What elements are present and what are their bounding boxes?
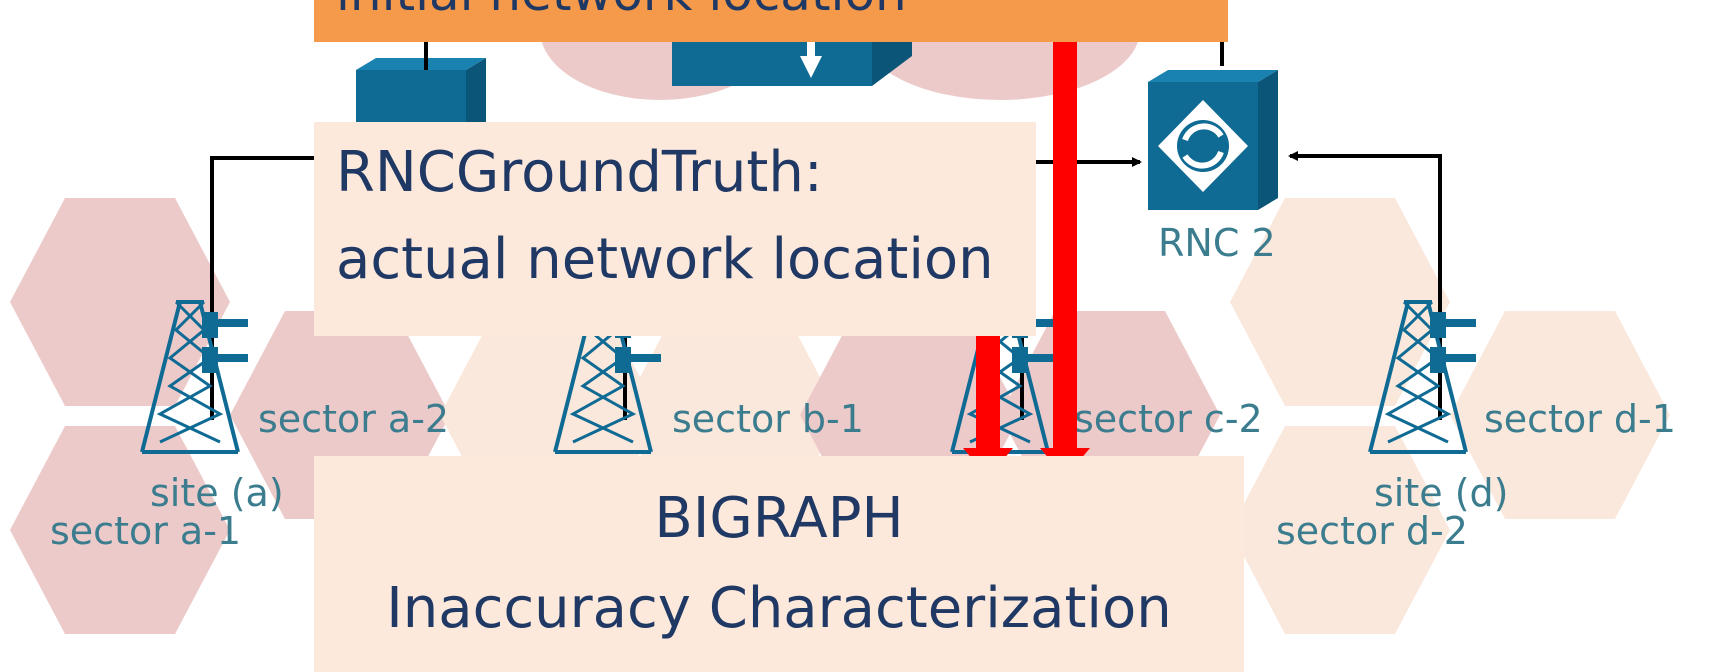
hex-cell — [1450, 311, 1670, 519]
bigraph-subtitle: Inaccuracy Characterization — [386, 576, 1172, 641]
bigraph-title: BIGRAPH — [654, 486, 904, 551]
initial-location-text: initial network location — [336, 0, 907, 22]
sector-d-1-label: sector d-1 — [1484, 397, 1676, 441]
sector-b-1-label: sector b-1 — [672, 397, 864, 441]
site-a-label: site (a) — [150, 471, 284, 515]
initial-location-callout: initial network location — [314, 0, 1228, 42]
red-arrow-long-shaft — [1053, 8, 1077, 448]
ground-truth-subtitle: actual network location — [336, 227, 994, 292]
ground-truth-callout: RNCGroundTruth: actual network location — [314, 122, 1036, 336]
site-d-label: site (d) — [1374, 471, 1508, 515]
hex-cell — [1230, 426, 1450, 634]
ground-truth-title: RNCGroundTruth: — [336, 140, 823, 205]
bigraph-callout: BIGRAPH Inaccuracy Characterization — [314, 456, 1244, 672]
sector-a-2-label: sector a-2 — [258, 397, 449, 441]
hex-cell — [10, 426, 230, 634]
sector-d-2-label: sector d-2 — [1276, 509, 1468, 553]
sector-a-1-label: sector a-1 — [50, 509, 241, 553]
rnc-2-icon — [1148, 70, 1278, 210]
sector-c-2-label: sector c-2 — [1074, 397, 1263, 441]
sector-labels: sector a-2 site (a) sector a-1 sector b-… — [50, 397, 1676, 553]
rnc-2-label: RNC 2 — [1158, 221, 1276, 265]
